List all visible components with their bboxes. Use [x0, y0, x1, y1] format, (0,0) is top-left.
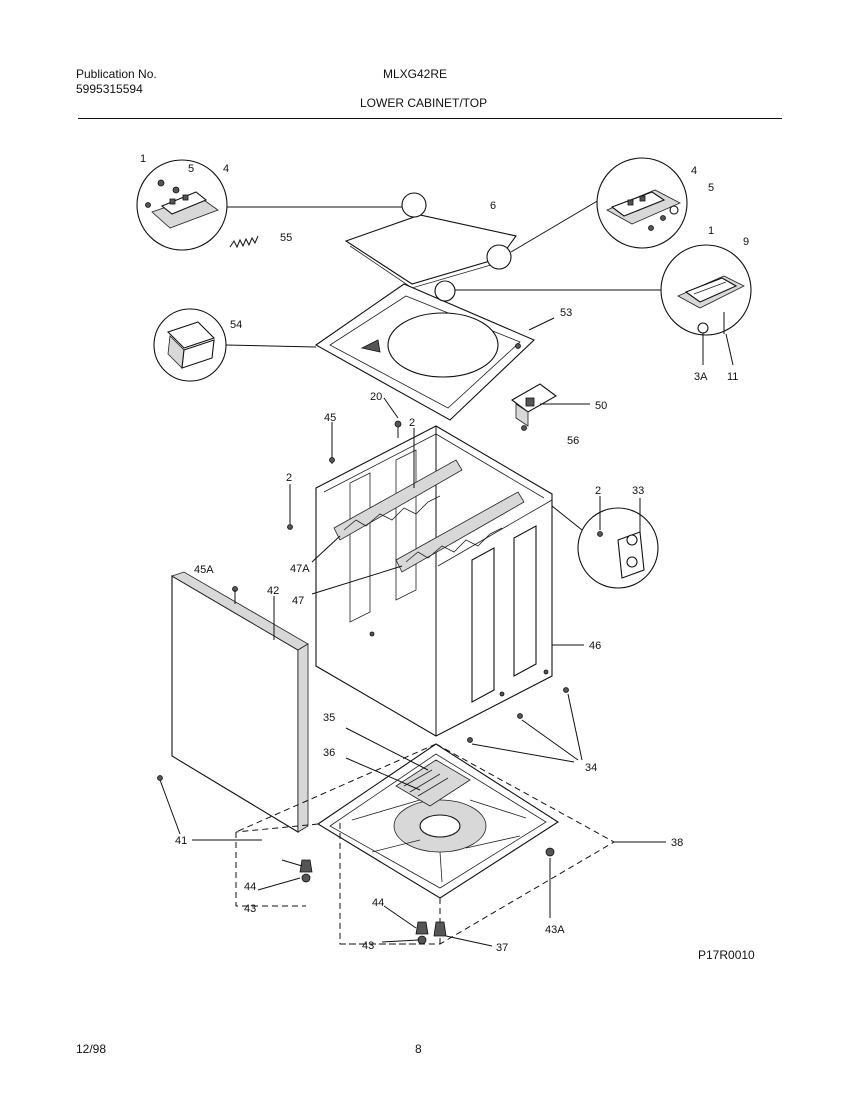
- callout-2c: 2: [595, 485, 601, 497]
- callout-6: 6: [490, 200, 496, 212]
- callout-11: 11: [727, 371, 738, 383]
- callout-2a: 2: [409, 417, 415, 429]
- callout-42: 42: [267, 585, 279, 597]
- callout-47: 47: [292, 595, 304, 607]
- figure-id: P17R0010: [698, 948, 755, 962]
- publication-number: 5995315594: [76, 82, 143, 96]
- screw-20: [383, 397, 402, 438]
- callout-37: 37: [496, 942, 508, 954]
- callout-5b: 5: [708, 182, 714, 194]
- callout-1b: 1: [708, 225, 714, 237]
- callout-9: 9: [743, 236, 749, 248]
- callout-1a: 1: [140, 153, 146, 165]
- publication-label: Publication No.: [76, 67, 157, 81]
- callout-4b: 4: [691, 165, 697, 177]
- callout-56: 56: [567, 435, 579, 447]
- callout-53: 53: [560, 307, 572, 319]
- callout-54: 54: [230, 319, 242, 331]
- callout-47a: 47A: [290, 563, 310, 575]
- footer-date: 12/98: [76, 1042, 107, 1056]
- front-panel: [171, 571, 309, 833]
- header-rule: [78, 118, 782, 119]
- callout-3a: 3A: [694, 371, 708, 383]
- callout-34: 34: [585, 762, 597, 774]
- callout-2b: 2: [286, 472, 292, 484]
- lid-spring: [229, 235, 259, 249]
- callout-20: 20: [370, 391, 382, 403]
- section-title: LOWER CABINET/TOP: [360, 96, 488, 110]
- callout-4a: 4: [223, 163, 229, 175]
- callout-43a: 43: [244, 903, 256, 915]
- lid-switch-bracket: [511, 383, 557, 431]
- detail-dispenser: [153, 308, 227, 382]
- callout-41: 41: [175, 835, 187, 847]
- callout-36: 36: [323, 747, 335, 759]
- page-number: 8: [415, 1042, 422, 1056]
- callout-38: 38: [671, 837, 683, 849]
- leveling-legs: [299, 859, 447, 945]
- callout-33: 33: [632, 485, 644, 497]
- detail-left-hinge: [136, 159, 228, 251]
- callout-43aa: 43A: [545, 924, 565, 936]
- cabinet: [315, 425, 553, 737]
- cabinet-top: [314, 280, 535, 421]
- model-number: MLXG42RE: [383, 67, 448, 81]
- callout-45: 45: [324, 412, 336, 424]
- detail-lid-switch: [660, 244, 752, 336]
- base: [316, 743, 560, 899]
- callout-50: 50: [595, 400, 607, 412]
- callout-46: 46: [589, 640, 601, 652]
- callout-43b: 43: [362, 940, 374, 952]
- callout-44b: 44: [372, 897, 384, 909]
- callout-5a: 5: [188, 163, 194, 175]
- callout-35: 35: [323, 712, 335, 724]
- detail-bracket-33: [577, 507, 659, 589]
- callout-44a: 44: [244, 881, 256, 893]
- detail-right-hinge: [596, 157, 688, 249]
- callout-55: 55: [280, 232, 292, 244]
- callout-45a: 45A: [194, 564, 214, 576]
